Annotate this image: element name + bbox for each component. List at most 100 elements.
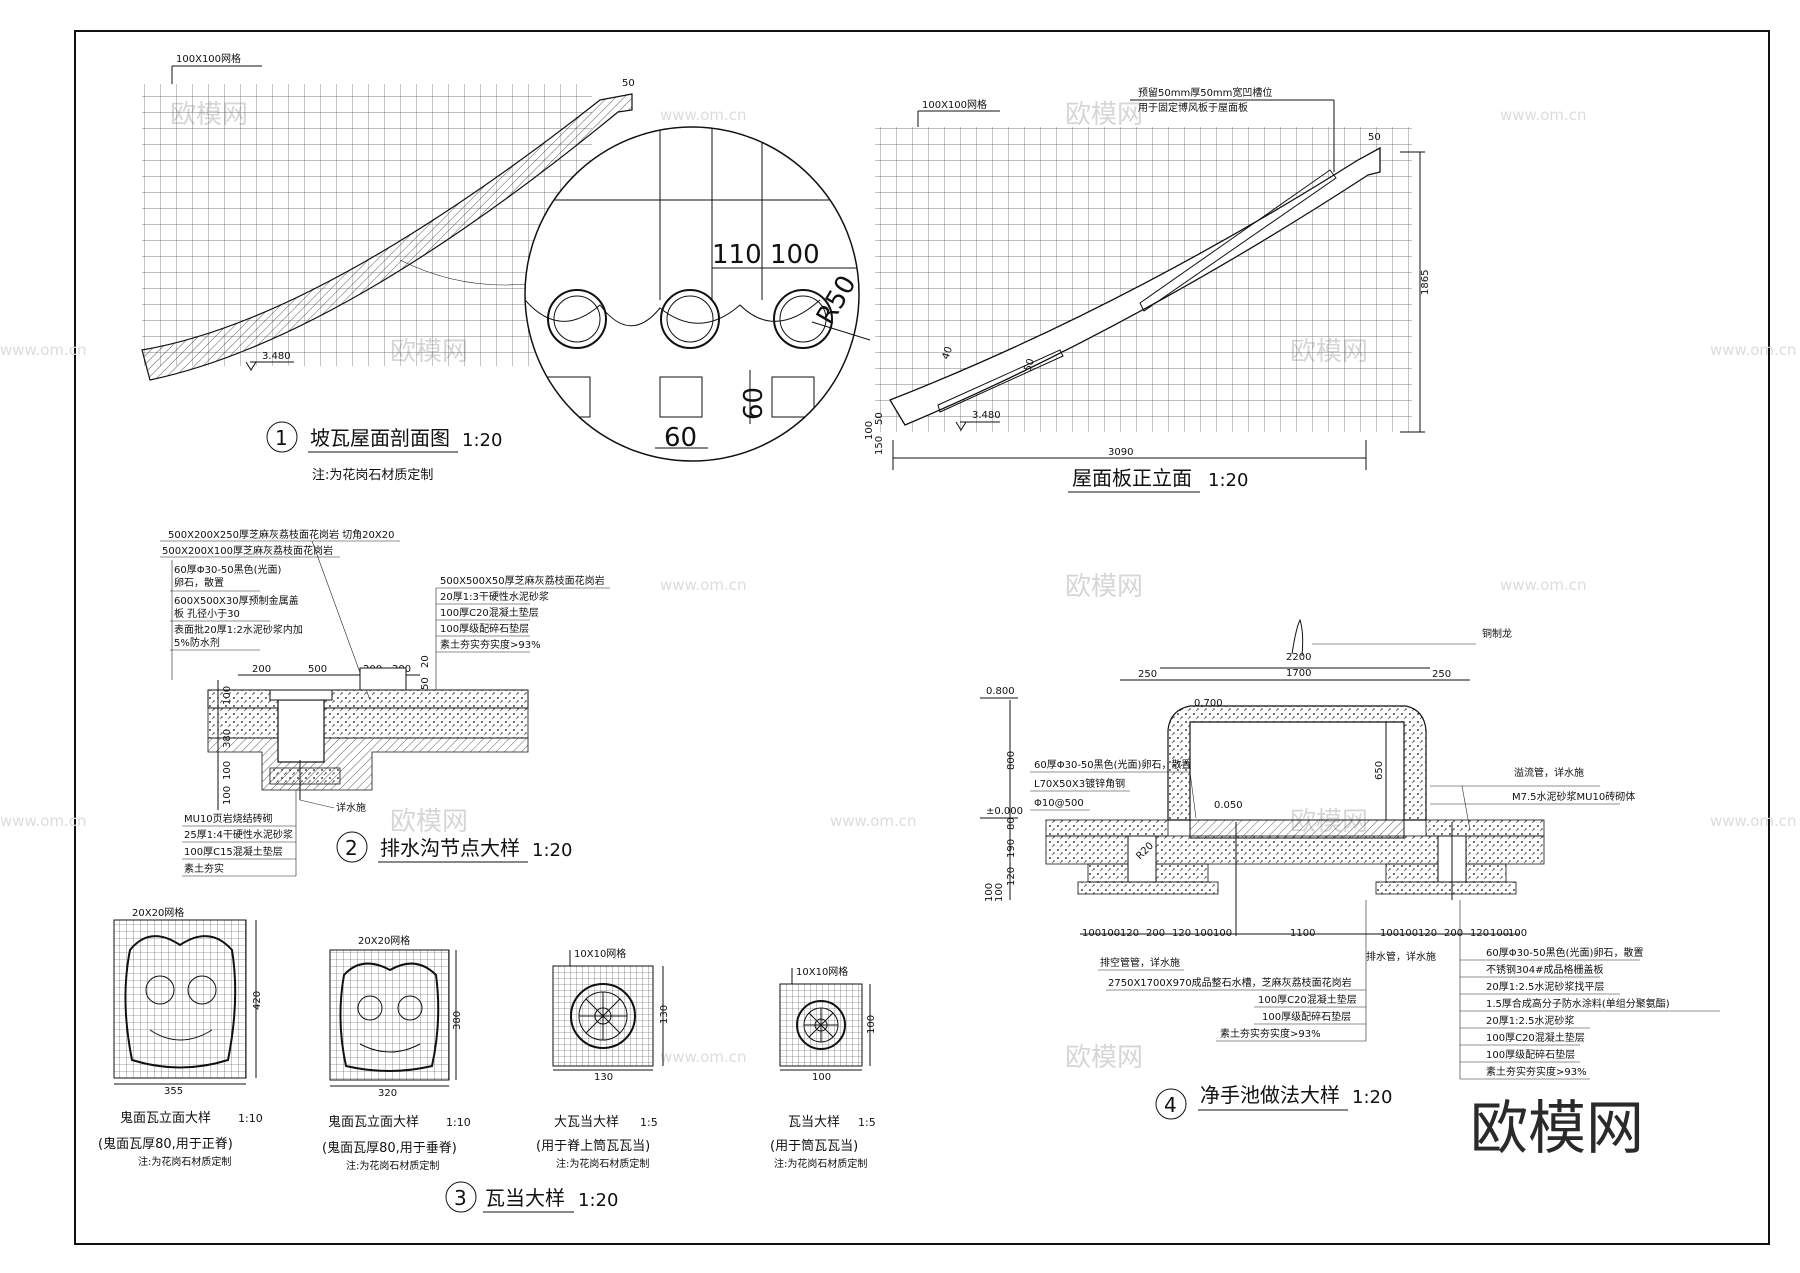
tile-scale: 1:10 bbox=[238, 1112, 263, 1125]
slope-tag-1: 50 bbox=[1022, 357, 1037, 373]
bottom-dim-13: 100 bbox=[1490, 928, 1509, 939]
detail-title: 坡瓦屋面剖面图 bbox=[310, 426, 450, 450]
dim-50: 50 bbox=[1368, 132, 1381, 143]
bronze-dragon bbox=[1291, 618, 1304, 657]
dim-right-1: 50 bbox=[420, 677, 431, 690]
detail-scale: 1:20 bbox=[1352, 1087, 1392, 1108]
grate-cover bbox=[269, 689, 333, 701]
dim-left-2: 100 bbox=[222, 761, 233, 780]
callout-label: 100厚C20混凝土垫层 bbox=[1486, 1031, 1585, 1044]
detail-scale: 1:20 bbox=[532, 840, 572, 861]
slope-tag-0: 40 bbox=[940, 345, 955, 361]
callout-label: 排空管管，详水施 bbox=[1100, 956, 1180, 969]
drain-label: 详水施 bbox=[336, 801, 366, 814]
callout-label: 卵石，散置 bbox=[174, 576, 224, 589]
callout-label: 溢流管，详水施 bbox=[1514, 766, 1584, 779]
left-dim-0: 50 bbox=[874, 412, 885, 425]
bottom-dim-3: 200 bbox=[1146, 928, 1165, 939]
callout-label: 2750X1700X970成品整石水槽，芝麻灰荔枝面花岗岩 bbox=[1108, 976, 1352, 989]
level-zero: ±0.000 bbox=[986, 806, 1023, 817]
callout-label: 不锈钢304#成品格栅盖板 bbox=[1486, 963, 1603, 976]
left-dim-5: 100 bbox=[984, 883, 995, 902]
tile-width: 130 bbox=[594, 1072, 613, 1083]
watermark-brand: 欧模网 bbox=[1065, 572, 1143, 602]
callout-label: 60厚Φ30-50黑色(光面)卵石，散置 bbox=[1486, 946, 1643, 959]
callout-label: MU10页岩烧结砖砌 bbox=[184, 812, 273, 825]
tile-note: 注:为花岗石材质定制 bbox=[774, 1157, 867, 1170]
tile-title: 鬼面瓦立面大样 bbox=[328, 1114, 419, 1130]
detail-title: 屋面板正立面 bbox=[1072, 466, 1192, 490]
dim-50: 50 bbox=[622, 78, 635, 89]
callout-label: 100厚C20混凝土垫层 bbox=[440, 606, 539, 619]
dim-side-right: 250 bbox=[1432, 669, 1451, 680]
level-mark: 3.480 bbox=[972, 410, 1001, 421]
left-dim-2: 150 bbox=[874, 436, 885, 455]
callout-right-top: 溢流管，详水施 M7.5水泥砂浆MU10砖砌体 bbox=[1430, 766, 1635, 831]
gravel-right bbox=[1375, 881, 1517, 895]
tile-sub: (用于筒瓦瓦当) bbox=[770, 1138, 858, 1154]
zoom-dim-100: 100 bbox=[770, 240, 820, 270]
callout-label: 500X500X50厚芝麻灰荔枝面花岗岩 bbox=[440, 574, 605, 587]
callout-label: 500X200X250厚芝麻灰荔枝面花岗岩 切角20X20 bbox=[168, 528, 394, 541]
left-dim-1: 80 bbox=[1006, 817, 1017, 830]
watermark-brand: 欧模网 bbox=[1065, 1043, 1143, 1073]
detail-number-circle bbox=[445, 1181, 477, 1213]
callout-label: M7.5水泥砂浆MU10砖砌体 bbox=[1512, 790, 1635, 803]
concrete-bed bbox=[1045, 835, 1545, 865]
basin-wall bbox=[1167, 705, 1427, 821]
callout-label: 100厚C15混凝土垫层 bbox=[184, 845, 283, 858]
callout-top: 500X200X250厚芝麻灰荔枝面花岗岩 切角20X20 500X200X10… bbox=[160, 528, 400, 701]
detail-number: 4 bbox=[1164, 1093, 1177, 1117]
watermark-site: www.om.cn bbox=[1500, 106, 1587, 124]
grid-100 bbox=[142, 84, 592, 366]
watermark-site: www.om.cn bbox=[1710, 341, 1797, 359]
gravel-left bbox=[1077, 881, 1219, 895]
grid-label: 100X100网格 bbox=[922, 98, 987, 111]
callout-label: 100厚C20混凝土垫层 bbox=[1258, 993, 1357, 1006]
callout-bottom-right: 60厚Φ30-50黑色(光面)卵石，散置 不锈钢304#成品格栅盖板 20厚1:… bbox=[1459, 900, 1720, 1080]
callout-label: 500X200X100厚芝麻灰荔枝面花岗岩 bbox=[162, 544, 333, 557]
dim-inner: 1700 bbox=[1286, 668, 1311, 679]
curb-stone bbox=[359, 667, 407, 691]
callout-label: 600X500X30厚预制金属盖 bbox=[174, 594, 299, 607]
callout-label: 1.5厚合成高分子防水涂料(单组分聚氨酯) bbox=[1486, 997, 1670, 1010]
left-dim-2: 190 bbox=[1006, 839, 1017, 858]
detail-number: 2 bbox=[345, 836, 358, 860]
brand-logo: 欧模网 bbox=[1470, 1094, 1644, 1162]
callout-label: 25厚1:4干硬性水泥砂浆 bbox=[184, 828, 293, 841]
concrete-layer bbox=[207, 707, 529, 739]
level-top: 0.800 bbox=[986, 686, 1015, 697]
tile-note: 注:为花岗石材质定制 bbox=[346, 1159, 439, 1172]
paving-left bbox=[1045, 819, 1169, 837]
bottom-dim-14: 100 bbox=[1508, 928, 1527, 939]
dim-width: 3090 bbox=[1108, 447, 1133, 458]
roof-slab bbox=[141, 93, 633, 381]
bottom-dim-4: 120 bbox=[1172, 928, 1191, 939]
tile-sub: (鬼面瓦厚80,用于正脊) bbox=[98, 1136, 233, 1152]
left-dim-4: 100 bbox=[994, 883, 1005, 902]
drain-pipe: 排水管，详水施 bbox=[1366, 950, 1436, 963]
tile-title: 大瓦当大样 bbox=[554, 1115, 619, 1130]
basin-floor bbox=[1189, 819, 1405, 839]
detail-3-tile-ends: 20X20网格 420 355 鬼面瓦立面大样 1:10 (鬼面瓦厚80,用于正… bbox=[98, 906, 877, 1213]
callout-label: 60厚Φ30-50黑色(光面) bbox=[174, 563, 282, 576]
zoom-dim-60h: 60 bbox=[664, 423, 697, 453]
watermark-site: www.om.cn bbox=[1500, 576, 1587, 594]
tile-title: 瓦当大样 bbox=[788, 1115, 840, 1130]
tile-grid-label: 10X10网格 bbox=[796, 965, 848, 978]
tile-ghost-face-hip: 20X20网格 380 320 鬼面瓦立面大样 1:10 (鬼面瓦厚80,用于垂… bbox=[322, 934, 471, 1172]
bottom-dim-5: 100 bbox=[1194, 928, 1213, 939]
tile-note: 注:为花岗石材质定制 bbox=[138, 1155, 231, 1168]
detail-title: 排水沟节点大样 bbox=[380, 836, 520, 860]
tile-note: 注:为花岗石材质定制 bbox=[556, 1157, 649, 1170]
callout-label: 20厚1:3干硬性水泥砂浆 bbox=[440, 590, 549, 603]
callout-bottom: MU10页岩烧结砖砌 25厚1:4干硬性水泥砂浆 100厚C15混凝土垫层 素土… bbox=[182, 790, 297, 877]
callout-label: 素土夯实夯实度>93% bbox=[1486, 1065, 1587, 1078]
callout-label: 100厚级配碎石垫层 bbox=[1262, 1010, 1351, 1023]
grid-label: 100X100网格 bbox=[176, 52, 241, 65]
height-inner: 650 bbox=[1374, 761, 1385, 780]
callout-label: L70X50X3镀锌角钢 bbox=[1034, 777, 1125, 790]
tile-height: 130 bbox=[659, 1005, 670, 1024]
bottom-dim-11: 200 bbox=[1444, 928, 1463, 939]
